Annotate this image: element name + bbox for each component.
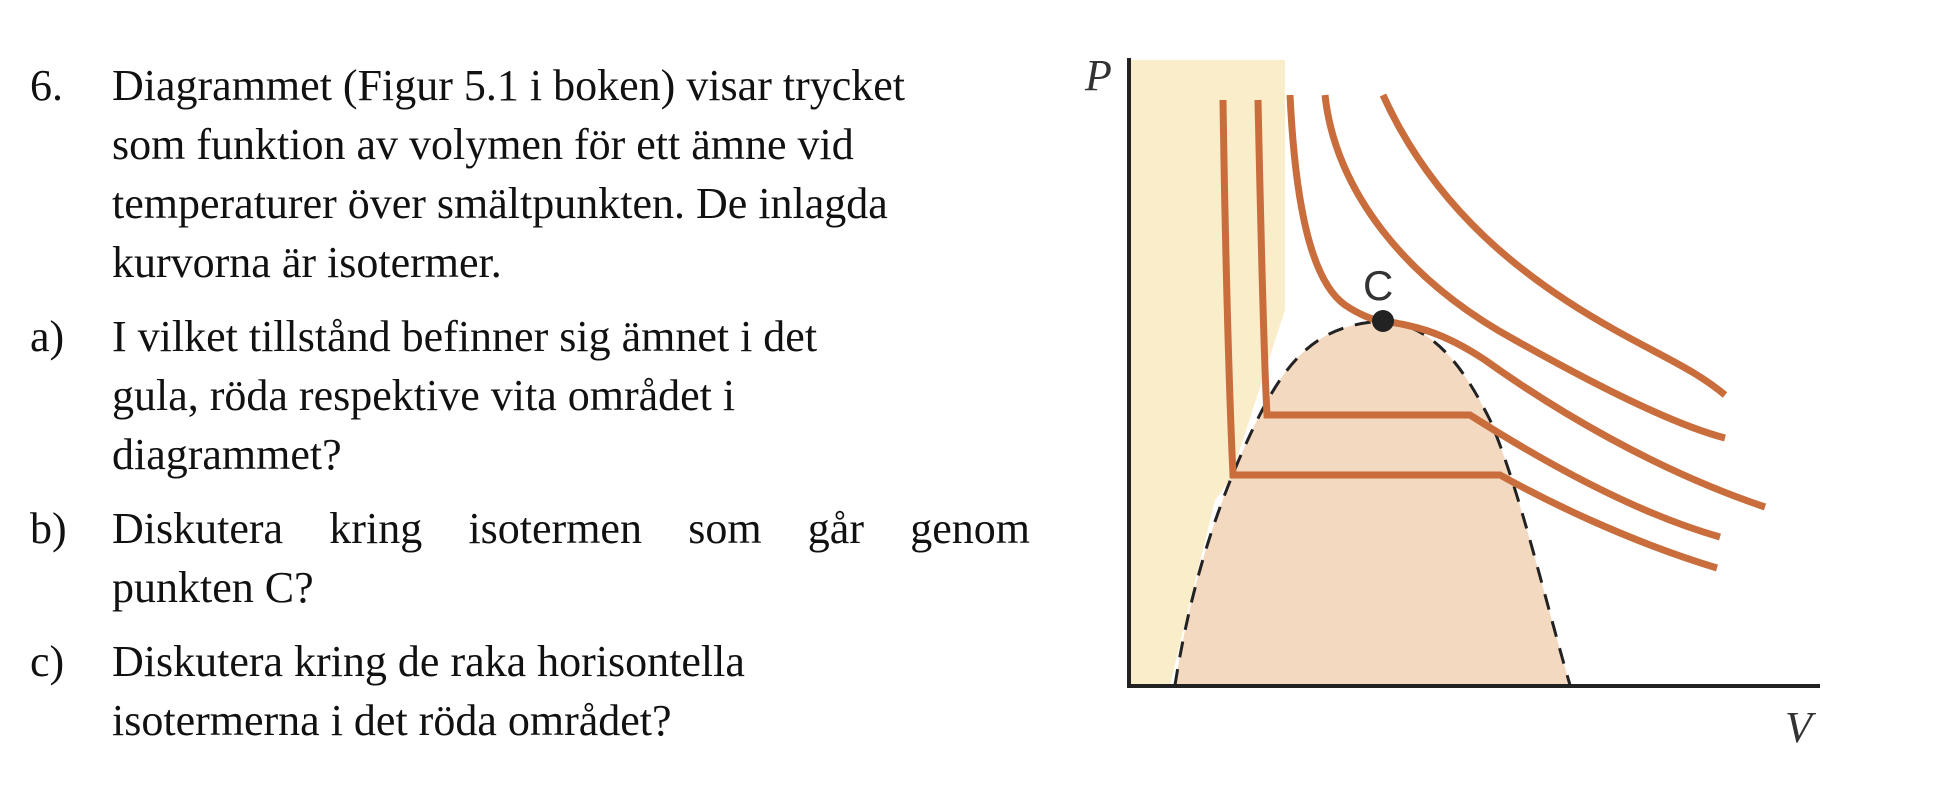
subquestion-body: Diskutera kring isotermen som går genom … xyxy=(112,499,1030,617)
isotherms xyxy=(1219,93,1767,572)
question-line: temperaturer över smältpunkten. De inlag… xyxy=(112,179,888,228)
subquestion-body: I vilket tillstånd befinner sig ämnet i … xyxy=(112,307,1030,484)
subquestion-line: diagrammet? xyxy=(112,430,342,479)
isotherm-high xyxy=(1321,94,1726,442)
question-text: 6. Diagrammet (Figur 5.1 i boken) visar … xyxy=(30,56,1030,765)
question-number: 6. xyxy=(30,61,63,110)
subquestion-b: b) Diskutera kring isotermen som går gen… xyxy=(30,499,1030,617)
subquestion-label: c) xyxy=(30,637,65,686)
subquestion-c: c) Diskutera kring de raka horisontella … xyxy=(30,632,1030,750)
subquestion-body: Diskutera kring de raka horisontella iso… xyxy=(112,632,1030,750)
subquestion-line: Diskutera kring isotermen som går genom xyxy=(112,504,1030,553)
question-body: Diagrammet (Figur 5.1 i boken) visar try… xyxy=(112,56,1030,292)
subquestion-label: b) xyxy=(30,504,67,553)
subquestion-a: a) I vilket tillstånd befinner sig ämnet… xyxy=(30,307,1030,484)
question-line: Diagrammet (Figur 5.1 i boken) visar try… xyxy=(112,61,906,110)
isotherm-critical xyxy=(1286,94,1767,511)
pv-diagram: P V C xyxy=(1075,40,1855,760)
question-line: som funktion av volymen för ett ämne vid xyxy=(112,120,854,169)
question-6: 6. Diagrammet (Figur 5.1 i boken) visar … xyxy=(30,56,1030,292)
subquestion-line: Diskutera kring de raka horisontella xyxy=(112,637,745,686)
x-axis-label: V xyxy=(1785,703,1817,752)
question-line: kurvorna är isotermer. xyxy=(112,238,502,287)
y-axis-label: P xyxy=(1084,51,1112,100)
solid-region xyxy=(1127,60,1285,685)
critical-point-label: C xyxy=(1363,262,1393,309)
subquestion-line: punkten C? xyxy=(112,563,314,612)
critical-point xyxy=(1372,310,1394,332)
subquestion-label: a) xyxy=(30,312,65,361)
isotherm-mid xyxy=(1254,99,1721,541)
pv-diagram-svg: P V C xyxy=(1084,51,1820,752)
isotherm-low xyxy=(1219,99,1719,572)
isotherm-highest xyxy=(1379,93,1728,398)
subquestion-line: gula, röda respektive vita området i xyxy=(112,371,736,420)
subquestion-line: isotermerna i det röda området? xyxy=(112,696,672,745)
subquestion-line: I vilket tillstånd befinner sig ämnet i … xyxy=(112,312,818,361)
